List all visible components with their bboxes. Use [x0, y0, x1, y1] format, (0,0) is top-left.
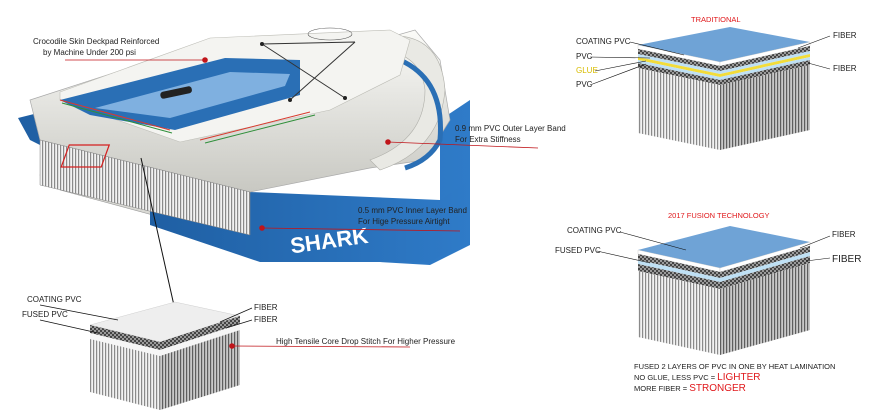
fusion-note-2: NO GLUE, LESS PVC = LIGHTER [634, 372, 761, 383]
inner-band-dot [259, 225, 265, 231]
fusion-fused-label: FUSED PVC [555, 246, 601, 255]
trad-pvc2-label: PVC [576, 80, 593, 89]
board-cutaway: SHARK [18, 28, 470, 265]
bottom-fused-label: FUSED PVC [22, 310, 68, 319]
trad-fiber2-label: FIBER [833, 64, 857, 73]
trad-coating-label: COATING PVC [576, 37, 631, 46]
outer-band-line2: For Extra Stiffness [455, 135, 521, 144]
outer-band-dot [385, 139, 391, 145]
fusion-note-2-emphasis: LIGHTER [717, 372, 760, 383]
stitch-callout-text: High Tensile Core Drop Stitch For Higher… [276, 337, 456, 346]
traditional-title: TRADITIONAL [691, 15, 741, 24]
trad-pvc1-label: PVC [576, 52, 593, 61]
bottom-coating-label: COATING PVC [27, 295, 82, 304]
fusion-note-3-prefix: MORE FIBER = [634, 384, 689, 393]
fusion-title: 2017 FUSION TECHNOLOGY [668, 211, 770, 220]
d-ring-1 [260, 42, 264, 46]
traditional-block: TRADITIONAL COATING PVC PVC GLUE PVC FIB… [576, 15, 857, 150]
fusion-note-2-prefix: NO GLUE, LESS PVC = [634, 373, 717, 382]
fusion-fiber1-label: FIBER [832, 230, 856, 239]
inner-band-line2: For Hige Pressure Airtight [358, 217, 450, 226]
deck-callout-dot [202, 57, 208, 63]
bottom-block: COATING PVC FUSED PVC FIBER FIBER High T… [22, 295, 456, 410]
stitch-callout-dot [229, 343, 235, 349]
fusion-fiber2-label: FIBER [832, 254, 861, 265]
trad-fiber1-label: FIBER [833, 31, 857, 40]
fusion-note-3: MORE FIBER = STRONGER [634, 383, 746, 394]
trad-fiber2-leader [808, 63, 830, 69]
trad-glue-label: GLUE [576, 66, 598, 75]
fusion-note-3-emphasis: STRONGER [689, 383, 746, 394]
fusion-block: 2017 FUSION TECHNOLOGY COATING PVC FUSED… [555, 211, 861, 394]
stitch-callout-leader [232, 346, 410, 347]
inner-band-line1: 0.5 mm PVC Inner Layer Band [358, 206, 467, 215]
outer-band-line1: 0.9 mm PVC Outer Layer Band [455, 124, 566, 133]
bottom-fiber2-label: FIBER [254, 315, 278, 324]
fusion-note-1: FUSED 2 LAYERS OF PVC IN ONE BY HEAT LAM… [634, 362, 835, 371]
bottom-fused-leader [40, 320, 98, 333]
fusion-coating-label: COATING PVC [567, 226, 622, 235]
bottom-fiber1-label: FIBER [254, 303, 278, 312]
d-ring-2 [343, 96, 347, 100]
deck-callout-line2: by Machine Under 200 psi [43, 48, 136, 57]
deck-callout-line1: Crocodile Skin Deckpad Reinforced [33, 37, 159, 46]
trad-pvc2-leader [590, 64, 646, 85]
d-ring-3 [288, 98, 292, 102]
